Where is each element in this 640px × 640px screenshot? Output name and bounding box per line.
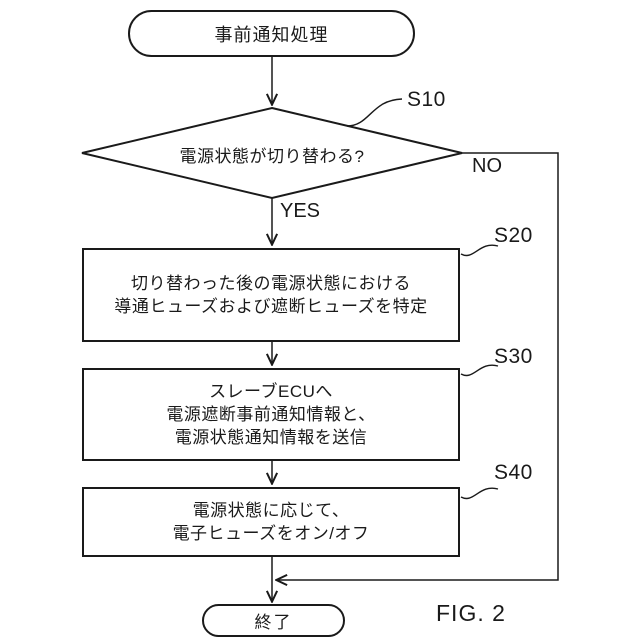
process-text-line: 電源遮断事前通知情報と、 [166, 405, 376, 424]
process-box-s20: 切り替わった後の電源状態における 導通ヒューズおよび遮断ヒューズを特定 [82, 248, 460, 342]
step-id-s10: S10 [407, 88, 446, 111]
process-text-line: 切り替わった後の電源状態における [131, 274, 411, 293]
step-id-s20: S20 [494, 224, 533, 247]
decision-label: 電源状態が切り替わる? [179, 147, 365, 166]
end-terminal: 終了 [202, 604, 345, 637]
start-label: 事前通知処理 [214, 24, 329, 45]
process-box-s40: 電源状態に応じて、 電子ヒューズをオン/オフ [82, 487, 460, 557]
process-text-line: 電子ヒューズをオン/オフ [172, 524, 370, 543]
step-id-s30: S30 [494, 345, 533, 368]
figure-caption: FIG. 2 [436, 600, 506, 626]
start-terminal: 事前通知処理 [128, 10, 415, 57]
leader-s20 [460, 244, 499, 257]
yes-branch-label: YES [280, 200, 321, 222]
no-branch-label: NO [472, 155, 502, 177]
step-id-s40: S40 [494, 461, 533, 484]
leader-s30 [460, 364, 499, 377]
arrow-no-branch [277, 152, 559, 580]
end-label: 終了 [254, 613, 293, 632]
process-text-line: 電源状態通知情報を送信 [174, 428, 368, 447]
process-text-line: 導通ヒューズおよび遮断ヒューズを特定 [114, 297, 428, 316]
process-text-line: スレーブECUへ [209, 382, 333, 401]
leader-s10 [346, 98, 403, 127]
process-box-s30: スレーブECUへ 電源遮断事前通知情報と、 電源状態通知情報を送信 [82, 368, 460, 461]
process-text-line: 電源状態に応じて、 [192, 501, 350, 520]
leader-s40 [460, 487, 499, 500]
